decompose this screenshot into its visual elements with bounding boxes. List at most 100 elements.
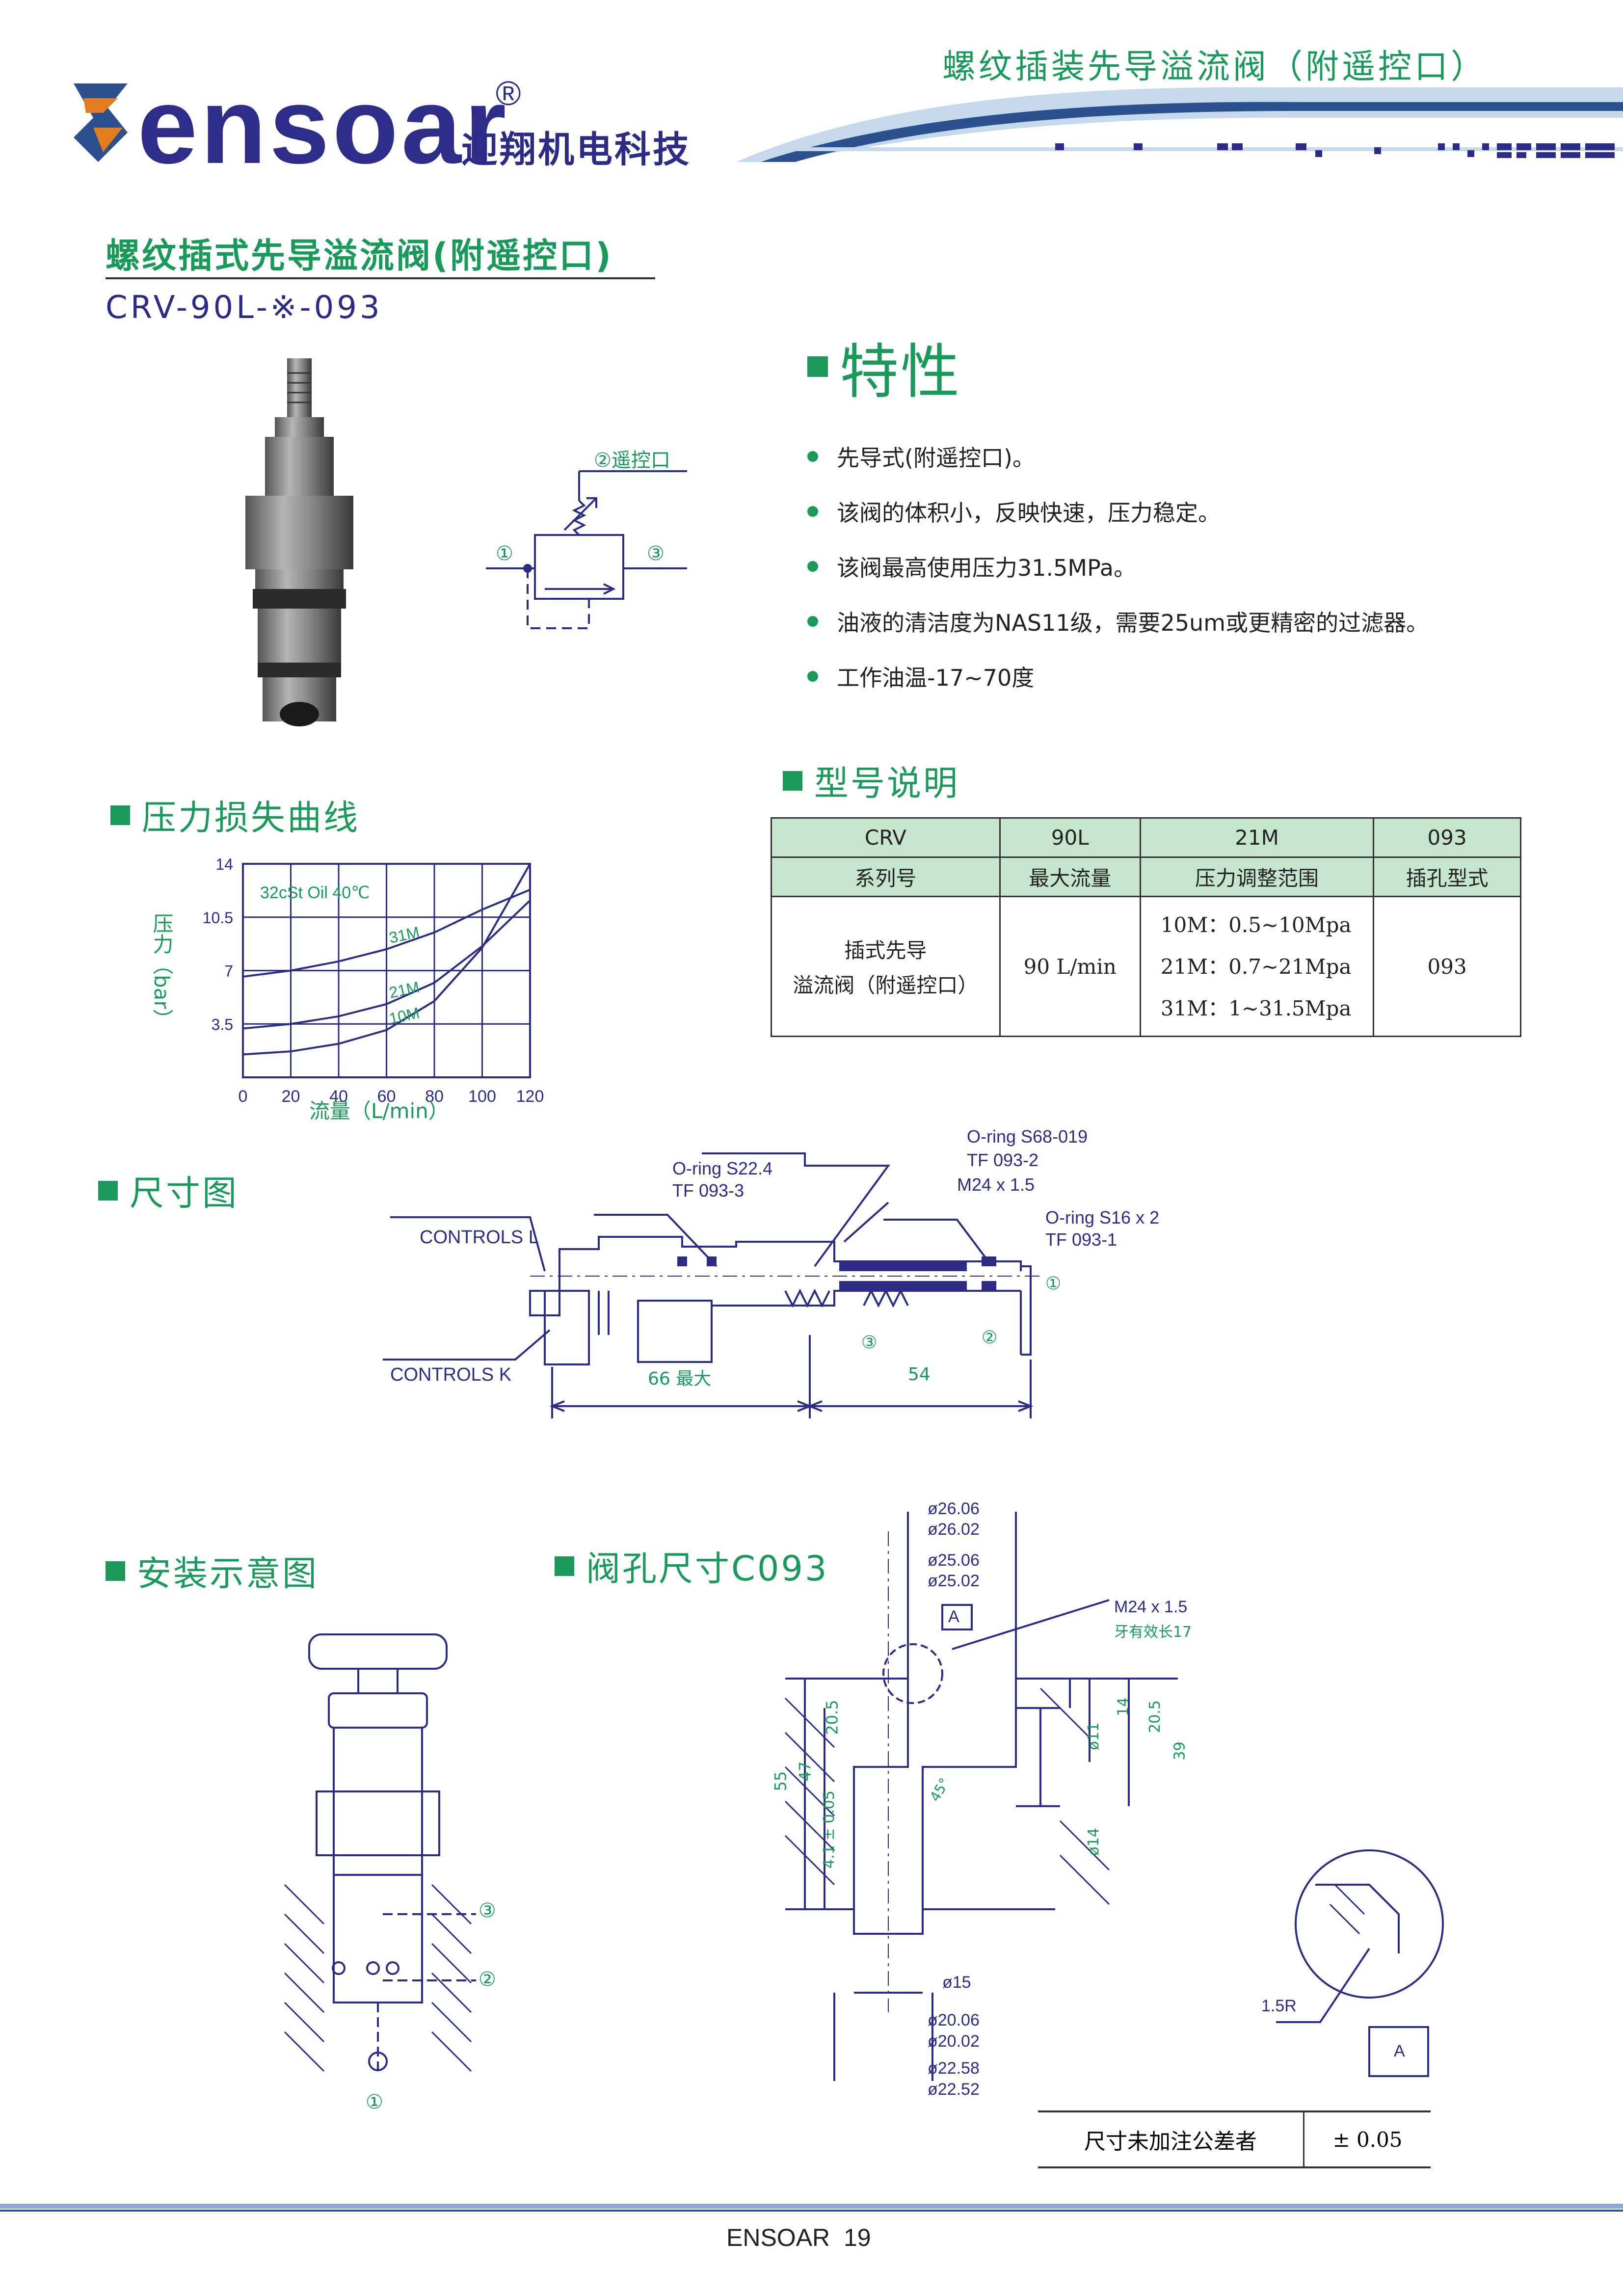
x-tick-label: 60: [377, 1087, 396, 1106]
dim-54-label: 54: [908, 1364, 931, 1385]
series-line-10M: [242, 863, 531, 1056]
series-line: 溢流阀（附遥控口）: [793, 973, 979, 997]
dim-port2: ②: [982, 1328, 998, 1348]
model-table: CRV 90L 21M 093 系列号 最大流量 压力调整范围 插孔型式 插式先…: [771, 817, 1521, 1037]
feature-text: 油液的清洁度为NAS11级，需要25um或更精密的过滤器。: [837, 610, 1429, 636]
brand-logo: ensoar ® 迎翔机电科技: [64, 65, 751, 186]
product-name: 螺纹插式先导溢流阀(附遥控口): [106, 236, 613, 276]
series-line: 插式先导: [844, 938, 927, 962]
dimension-title-text: 尺寸图: [130, 1173, 239, 1213]
cavity-d2602: ø26.02: [928, 1520, 980, 1539]
dim-port3: ③: [861, 1333, 878, 1353]
code-cell: 21M: [1139, 817, 1375, 858]
install-drawing: [284, 1633, 476, 2072]
series-label: 31M: [387, 923, 421, 947]
y-tick-label: 10.5: [203, 909, 233, 927]
range-line: 10M：0.5~10Mpa: [1160, 912, 1352, 937]
feature-text: 先导式(附遥控口)。: [837, 445, 1035, 471]
feature-text: 工作油温-17~70度: [837, 665, 1035, 691]
model-desc-title-text: 型号说明: [814, 763, 959, 803]
series-line-31M: [242, 888, 531, 978]
x-tick-label: 0: [239, 1087, 248, 1106]
feature-text: 该阀的体积小，反映快速，压力稳定。: [837, 500, 1221, 526]
datum-a: A: [948, 1607, 959, 1626]
footer-text: ENSOAR 19: [726, 2224, 871, 2251]
x-tick-label: 20: [282, 1087, 300, 1106]
oring1-label: O-ring S22.4: [672, 1158, 773, 1178]
chart-annotation: 32cSt Oil 40℃: [260, 883, 370, 902]
oring2-label: O-ring S68-019: [967, 1126, 1088, 1147]
flow-cell: 90 L/min: [999, 896, 1141, 1037]
x-tick-label: 120: [516, 1087, 544, 1106]
cavity-h55: 55: [771, 1771, 790, 1791]
controls-l-label: CONTROLS L: [420, 1227, 539, 1248]
tolerance-box: 尺寸未加注公差者 ± 0.05: [1038, 2110, 1431, 2168]
cavity-d2258: ø22.58: [928, 2059, 980, 2078]
cavity-d2502: ø25.02: [928, 1572, 980, 1590]
cavity-h39: 39: [1171, 1741, 1189, 1761]
cavity-d2252: ø22.52: [928, 2080, 980, 2099]
cavity-d2006: ø20.06: [928, 2011, 980, 2029]
y-tick-label: 7: [224, 962, 233, 980]
cavity-thread-len: 牙有效长17: [1114, 1624, 1192, 1641]
cavity-h205b: 20.5: [1146, 1700, 1164, 1733]
port-2-label: ②遥控口: [594, 449, 670, 472]
code-cell: 093: [1373, 817, 1521, 858]
cavity-h47: 47: [796, 1761, 815, 1782]
cavity-d11: ø11: [1085, 1722, 1102, 1750]
header-cell: 系列号: [771, 856, 1001, 897]
port-1-label: ①: [496, 542, 513, 565]
chart-ylabel: 压力（bar）: [150, 913, 174, 1030]
chart-xlabel: 流量（L/min）: [309, 1099, 449, 1123]
page-title: 螺纹插装先导溢流阀（附遥控口）: [942, 48, 1488, 86]
pressure-curve-title: 压力损失曲线: [110, 790, 360, 840]
header-cell: 插孔型式: [1373, 856, 1521, 897]
product-model: CRV-90L-※-093: [106, 290, 383, 326]
pressure-curve-title-text: 压力损失曲线: [142, 798, 360, 838]
brand-name: ensoar: [137, 65, 509, 186]
series-cell: 插式先导溢流阀（附遥控口）: [771, 896, 1001, 1037]
cavity-d15: ø15: [942, 1973, 971, 1992]
cavity-radius: 1.5R: [1261, 1997, 1297, 2015]
code-cell: CRV: [771, 817, 1001, 858]
x-tick-label: 80: [425, 1087, 444, 1106]
feature-item: 该阀的体积小，反映快速，压力稳定。: [807, 484, 1429, 539]
cavity-d14: ø14: [1085, 1828, 1102, 1856]
cavity-h205a: 20.5: [823, 1700, 842, 1735]
tolerance-label: 尺寸未加注公差者: [1038, 2112, 1304, 2166]
features-title-text: 特性: [840, 338, 961, 406]
range-line: 31M：1~31.5Mpa: [1160, 996, 1352, 1020]
feature-text: 该阀最高使用压力31.5MPa。: [837, 555, 1136, 581]
hydraulic-symbol: [486, 470, 687, 629]
header-cell: 最大流量: [999, 856, 1141, 897]
dim-66-label: 66 最大: [648, 1369, 712, 1389]
code-cell: 90L: [999, 817, 1141, 858]
footer-rule: [0, 2204, 1623, 2209]
cavity-d2506: ø25.06: [928, 1551, 980, 1570]
registered-mark: ®: [496, 74, 521, 112]
port-3-label: ③: [647, 542, 665, 565]
features-section: 特性 先导式(附遥控口)。 该阀的体积小，反映快速，压力稳定。 该阀最高使用压力…: [807, 324, 1429, 704]
features-title: 特性: [807, 324, 1429, 409]
tf3-label: TF 093-1: [1045, 1229, 1117, 1250]
install-port3: ③: [479, 1899, 496, 1922]
cavity-d2002: ø20.02: [928, 2032, 980, 2051]
header-cell: 压力调整范围: [1139, 856, 1375, 897]
install-title-text: 安装示意图: [137, 1553, 319, 1594]
install-title: 安装示意图: [106, 1546, 319, 1596]
x-tick-label: 100: [468, 1087, 496, 1106]
install-port1: ①: [366, 2091, 383, 2113]
tf2-label: TF 093-2: [967, 1150, 1039, 1170]
series-label: 21M: [387, 978, 421, 1002]
dimension-title: 尺寸图: [98, 1166, 239, 1215]
dim-port1: ①: [1045, 1274, 1062, 1294]
oring3-label: O-ring S16 x 2: [1045, 1207, 1160, 1228]
feature-item: 油液的清洁度为NAS11级，需要25um或更精密的过滤器。: [807, 594, 1429, 649]
valve-photo: [245, 358, 353, 726]
cavity-h14: 14: [1115, 1697, 1132, 1716]
cavity-d2606: ø26.06: [928, 1499, 980, 1518]
cavity-cell: 093: [1373, 896, 1521, 1037]
cavity-h41: 4.1 ± 0.05: [820, 1790, 838, 1869]
logo-mark-icon: [74, 83, 128, 162]
